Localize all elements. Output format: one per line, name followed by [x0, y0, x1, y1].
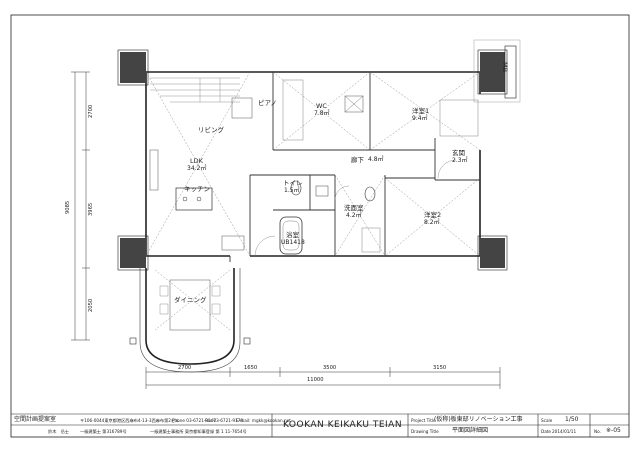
room-youshitsu1-name: 洋室1 — [412, 107, 430, 115]
office-name: 空間計画提案室 — [14, 416, 57, 423]
office-address: 〒106-0044東京都港区西麻布4-13-3西麻布第2ビル — [80, 418, 180, 423]
office-phone: Phone 03-6721-9147 — [172, 418, 216, 423]
room-mb-name: MB — [501, 62, 509, 73]
date-value: 2014/01/11 — [552, 429, 577, 434]
office-registration: 一級建築士事務所 東京都知事登録 第 1 11-7654号 — [150, 429, 247, 434]
room-senmen-area: 4.2㎡ — [346, 212, 362, 219]
room-wc-area: 7.8㎡ — [314, 110, 330, 117]
architect-license: 一級建築士 第316789号 — [80, 429, 127, 434]
project-caption: Project Title — [411, 418, 436, 423]
room-wc-name: WC — [316, 102, 327, 110]
room-ldk-area: 34.2㎡ — [187, 165, 207, 172]
room-piano-name: ピアノ — [258, 99, 277, 107]
logo-text: KOOKAN KEIKAKU TEIAN — [283, 420, 403, 430]
room-genkan-area: 2.3㎡ — [452, 157, 468, 164]
dim-h-4: 3150 — [433, 365, 447, 371]
room-yokushitsu-name: 浴室 — [286, 231, 299, 239]
dim-v-3: 2050 — [88, 298, 94, 312]
number-caption: No. — [594, 429, 601, 434]
room-rouka-name: 廊下 — [351, 156, 364, 164]
room-toilet-name: トイレ — [283, 179, 303, 187]
architect-name: 鈴木 岳士 — [48, 429, 69, 434]
office-fax: Fax 03-6721-9178 — [205, 418, 244, 423]
scale-caption: Scale — [541, 418, 553, 423]
room-yokushitsu-unit: UB1418 — [281, 239, 305, 246]
room-rouka-area: 4.8㎡ — [368, 156, 384, 163]
office-email: E-mail: mgkk@kookan.net — [236, 418, 291, 423]
room-ldk-name: LDK — [190, 157, 203, 165]
room-living-name: リビング — [198, 126, 224, 134]
room-youshitsu1-area: 9.4㎡ — [412, 115, 428, 122]
room-senmen-name: 洗面室 — [344, 204, 364, 212]
room-youshitsu2-name: 洋室2 — [424, 211, 442, 219]
dim-h-1: 2700 — [178, 365, 192, 371]
dim-h-3: 3500 — [323, 365, 337, 371]
room-youshitsu2-area: 8.2㎡ — [424, 219, 440, 226]
drawing-title: 平面図詳細図 — [452, 427, 489, 434]
dim-v-total: 9085 — [65, 200, 71, 214]
room-dining-name: ダイニング — [174, 296, 207, 304]
dim-total: 11000 — [307, 377, 324, 383]
room-toilet-area: 1.5㎡ — [284, 187, 300, 194]
dim-h-2: 1650 — [244, 365, 258, 371]
drawing-number: ※-05 — [606, 427, 621, 434]
drawing-caption: Drawing Title — [411, 429, 439, 434]
dim-v-2: 3965 — [88, 202, 94, 216]
project-title: (仮称)板東邸リノベーション工事 — [434, 416, 523, 423]
dim-v-1: 2700 — [88, 104, 94, 118]
room-kitchen-name: キッチン — [184, 185, 210, 193]
scale-value: 1/50 — [565, 416, 579, 423]
room-genkan-name: 玄関 — [452, 149, 465, 157]
date-caption: Date — [541, 429, 552, 434]
